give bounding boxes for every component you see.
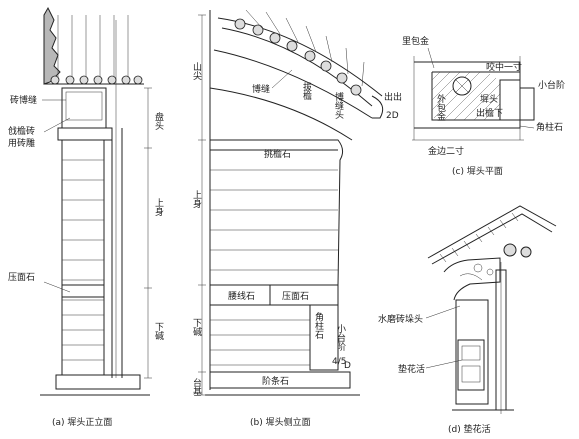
caption-c: (c) 墀头平面 — [452, 166, 503, 177]
panel-a-front-elevation: 砖博缝 戗檐砖 用砖雕 压面石 盘头 上身 下碱 (a) 墀头正立面 — [8, 6, 164, 428]
panel-b-roof — [209, 9, 384, 141]
panel-a-dimension-line — [144, 87, 152, 379]
label-chi-tou: 墀头 — [480, 94, 498, 105]
label-jie-tiao-shi: 阶条石 — [262, 375, 289, 387]
label-bo-feng: 博缝 — [252, 83, 270, 95]
label-jiao-zhu-shi-b: 角柱石 — [313, 311, 324, 340]
panel-c-plan-body — [412, 56, 535, 141]
panel-b-side-elevation: 山尖 上身 下碱 台基 博缝 拔檐 博缝头 挑檐石 腰线石 压面石 角柱石 小台… — [191, 9, 384, 428]
label-yao-xian-shi: 腰线石 — [228, 290, 255, 302]
caption-d: (d) 垫花活 — [448, 423, 491, 435]
label-qi-yan-zhuan-2: 用砖雕 — [8, 137, 35, 149]
dim-shan-jian: 山尖 — [191, 62, 202, 81]
label-fraction: 4/5 — [332, 357, 346, 367]
label-fraction-d: D — [344, 361, 351, 371]
label-chu-chu: 出出 — [384, 91, 402, 103]
caption-a: (a) 墀头正立面 — [52, 416, 112, 428]
dim-pan-tou: 盘头 — [153, 111, 164, 131]
panel-d-detail — [427, 205, 557, 414]
label-tiao-yan-shi: 挑檐石 — [264, 148, 291, 160]
dim-xia-jian-b: 下碱 — [191, 318, 202, 337]
label-ya-mian-shi-b: 压面石 — [282, 291, 309, 302]
label-xiao-tai-jie-b: 小台阶 — [335, 324, 346, 352]
panel-a-pier — [40, 20, 150, 396]
label-xiao-tai-jie-c: 小台阶 — [538, 79, 565, 91]
label-jiao-zhong-yi-cun: 咬中一寸 — [486, 61, 522, 73]
label-chu-yan-xia: 出檐下 — [476, 107, 503, 119]
label-dian-hua-huo: 垫花活 — [398, 363, 425, 375]
label-wai-bao-jin: 外包金 — [435, 93, 446, 121]
label-ba-yan: 拔檐 — [301, 81, 312, 101]
label-li-bao-jin: 里包金 — [402, 35, 429, 47]
label-two-d: 2D — [386, 111, 399, 121]
panel-b-dimension-line — [198, 14, 206, 396]
dim-shang-shen-b: 上身 — [191, 190, 202, 209]
dim-tai-ji: 台基 — [191, 377, 202, 396]
dim-xia-jian-a: 下碱 — [153, 322, 164, 341]
caption-b: (b) 墀头侧立面 — [250, 416, 311, 428]
label-shui-mo-zhuan-duo-tou: 水磨砖垛头 — [378, 313, 423, 325]
label-qi-yan-zhuan: 戗檐砖 — [8, 125, 35, 137]
dim-shang-shen-a: 上身 — [153, 198, 164, 217]
panel-c-plan: 里包金 咬中一寸 小台阶 出出 2D 外包金 墀头 出檐下 角柱石 金边二寸 (… — [384, 35, 565, 177]
label-bo-feng-tou: 博缝头 — [333, 91, 344, 120]
panel-b-wall — [205, 10, 360, 396]
label-jin-bian-er-cun: 金边二寸 — [428, 145, 464, 157]
label-ya-mian-shi-a: 压面石 — [8, 272, 35, 283]
label-zhuan-bo-feng: 砖博缝 — [10, 94, 37, 106]
label-jiao-zhu-shi-c: 角柱石 — [536, 121, 563, 133]
panel-a-roof-tiles — [43, 6, 144, 85]
panel-d-pad-flower-work: 水磨砖垛头 垫花活 (d) 垫花活 — [378, 205, 557, 435]
